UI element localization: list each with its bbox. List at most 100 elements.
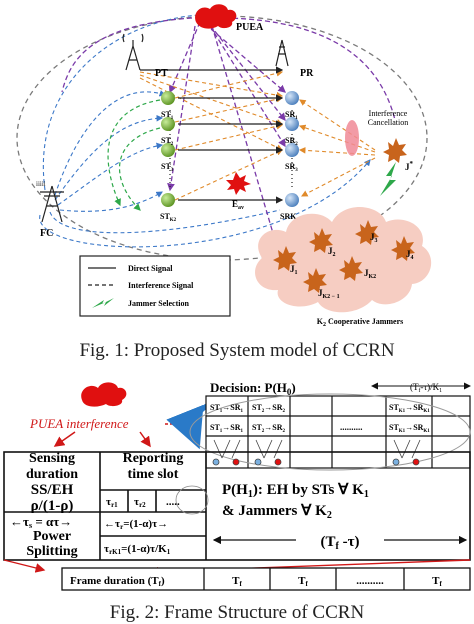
st-label: ST3	[161, 162, 174, 173]
h1-line1: P(H1): EH by STs ∀ K1	[222, 482, 369, 500]
slot-pair: ST2→SR2	[252, 403, 286, 414]
st-node	[161, 117, 175, 131]
puea-arrow-left	[53, 431, 76, 447]
tf-tau-label: (Tf -τ)	[321, 534, 360, 552]
jammer-icon	[339, 256, 363, 281]
slot-dots: ..........	[340, 422, 363, 432]
st-node	[161, 143, 175, 157]
system-model-figure: PUEA PT PR iiiii FC ST1 ST2 ST3 STK2 SR1…	[16, 4, 432, 328]
tf-cell: Tf	[432, 575, 442, 588]
tau-r-label: ←τr=(1-α)τ→	[104, 518, 168, 531]
sr-node	[285, 143, 299, 157]
slot-pair: ST1→SR1	[210, 423, 244, 434]
fc-label: FC	[40, 228, 53, 239]
eav-label: Eav	[232, 199, 244, 211]
mini-node-icons	[212, 439, 421, 466]
h1-line2: & Jammers ∀ K2	[222, 503, 332, 521]
slot-pair: ST2→SR2	[252, 423, 286, 434]
decision-title: Decision: P(H0)	[210, 380, 296, 397]
st-nodes	[161, 91, 175, 207]
jammer-label: J4	[406, 249, 414, 261]
jammer-label: J2	[328, 246, 336, 258]
sr-label: SR2	[285, 136, 298, 147]
pt-label: PT	[155, 68, 168, 79]
sensing-label-1: Sensing	[29, 451, 75, 466]
puea-node	[195, 4, 237, 29]
power-splitting-1: Power	[33, 529, 71, 544]
power-splitting-2: Splitting	[26, 544, 77, 559]
decision-grid	[205, 395, 471, 469]
frame-bar	[61, 567, 471, 591]
tf-cell: Tf	[298, 575, 308, 588]
selected-jammer-icon	[383, 138, 407, 163]
cluster-caption: K2 Cooperative Jammers	[317, 317, 404, 328]
jammer-label: JK2	[364, 268, 376, 280]
puea-interference-cloud	[81, 382, 127, 407]
jammer-icon	[303, 268, 327, 293]
tau-rk1-label: τrK1=(1-α)τ/K1	[104, 543, 171, 556]
jammer-icon	[355, 220, 379, 245]
slot-pair: STK1→SRK1	[389, 403, 430, 414]
frame-table	[3, 451, 471, 561]
slot-gap-dots: .....	[166, 496, 180, 508]
frame-zoom-arrow-left	[3, 559, 46, 573]
slot-pair: STK1→SRK1	[389, 423, 430, 434]
jammer-selection-links	[107, 99, 161, 211]
tau-r2: τr2	[134, 496, 146, 509]
tf-cell: Tf	[232, 575, 242, 588]
svg-text:iiiii: iiiii	[36, 180, 46, 188]
sr-node	[285, 117, 299, 131]
jammer-icon	[273, 246, 297, 271]
reporting-label-2: time slot	[128, 467, 179, 482]
puea-interference-label: PUEA interference	[29, 416, 129, 431]
puea-label: PUEA	[236, 22, 264, 33]
sr-nodes	[285, 91, 299, 207]
jammer-label: JK2 − 1	[318, 288, 340, 300]
jammer-cluster-cloud	[255, 206, 432, 313]
st-label: ST2	[161, 136, 174, 147]
network-boundary	[16, 15, 428, 261]
puea-arrow-right	[139, 431, 151, 448]
jammer-label: J1	[290, 264, 298, 276]
st-interference-links	[139, 70, 376, 201]
jammer-icons	[273, 220, 415, 293]
sr-node	[285, 91, 299, 105]
st-node	[161, 193, 175, 207]
legend: Direct Signal Interference Signal Jammer…	[79, 255, 231, 317]
sr-label: SR1	[285, 110, 298, 121]
slot-highlight	[175, 485, 209, 515]
interference-cancellation-zone	[345, 120, 359, 156]
st-label: ST1	[161, 110, 174, 121]
sr-label: SR3	[285, 162, 298, 173]
fc-links	[39, 14, 371, 248]
st-node	[161, 91, 175, 105]
pr-tower-icon	[275, 39, 289, 67]
frame-dots: ..........	[356, 575, 384, 587]
pr-label: PR	[300, 68, 314, 79]
legend-direct: Direct Signal	[128, 264, 173, 273]
frame-duration-label: Frame duration (Tf)	[70, 575, 165, 588]
fc-tower-icon: iiiii	[36, 180, 64, 223]
tau-s-label: ←τs = ατ→	[10, 514, 72, 530]
reporting-label-1: Reporting	[123, 451, 184, 466]
sr-node	[285, 193, 299, 207]
pt-tower-icon	[122, 33, 144, 71]
jammer-label: J3	[370, 232, 378, 244]
ic-label-1: Interference	[369, 109, 408, 118]
eavesdropper-icon	[226, 172, 251, 195]
slot-pair: ST1→SR1	[210, 403, 244, 414]
legend-interference: Interference Signal	[128, 281, 194, 290]
sensing-label-2: duration	[26, 467, 78, 482]
rho-label: ρ/(1-ρ)	[31, 498, 74, 514]
decision-highlight	[189, 393, 471, 471]
figure1-caption: Fig. 1: Proposed System model of CCRN	[79, 340, 395, 361]
tau-r1: τr1	[106, 496, 118, 509]
slot-duration-label: (Tf-τ)/K1	[410, 382, 442, 394]
frame-structure-figure: PUEA interference Decision: P(H0) (Tf-τ)…	[3, 380, 471, 591]
jstar-label: J*	[405, 160, 414, 172]
ss-eh-label: SS/EH	[31, 482, 74, 498]
figure2-caption: Fig. 2: Frame Structure of CCRN	[109, 602, 365, 623]
ic-label-2: Cancellation	[368, 118, 408, 127]
st-label: STK2	[160, 212, 177, 223]
jammer-icon	[391, 236, 415, 261]
